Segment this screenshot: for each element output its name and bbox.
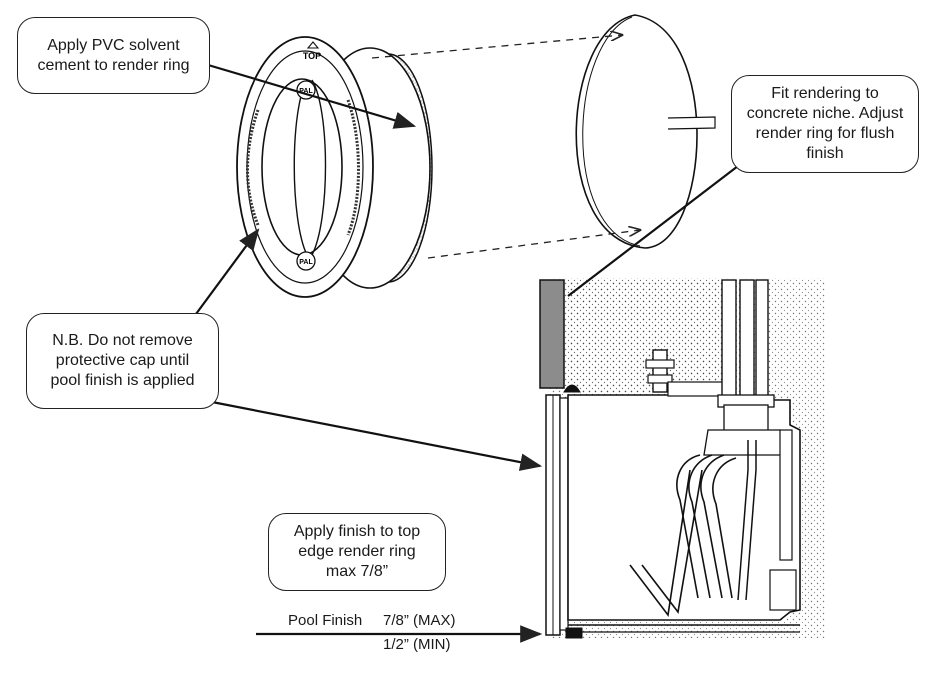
render-disc xyxy=(575,14,716,249)
pool-finish-label: Pool Finish xyxy=(288,612,363,629)
callout-fit-rendering: Fit rendering to concrete niche. Adjust … xyxy=(731,75,919,173)
callout-nb-text: N.B. Do not remove protective cap until … xyxy=(50,332,195,389)
render-ring xyxy=(236,36,433,298)
callout-pvc-cement: Apply PVC solvent cement to render ring xyxy=(17,17,210,94)
callout-apply-finish: Apply finish to top edge render ring max… xyxy=(268,513,446,591)
pool-finish-min: 1/2” (MIN) xyxy=(383,636,451,653)
ring-top-label: TOP xyxy=(303,51,321,61)
callout-fit-text: Fit rendering to concrete niche. Adjust … xyxy=(746,85,904,162)
leader-arrows xyxy=(195,60,773,643)
projection-lines xyxy=(371,35,640,259)
pvc-arrow xyxy=(197,60,417,129)
nb-arrow-section xyxy=(211,400,543,471)
nb-arrow-ring xyxy=(195,228,260,315)
callout-protective-cap: N.B. Do not remove protective cap until … xyxy=(26,313,219,409)
pool-finish-max: 7/8” (MAX) xyxy=(383,612,456,629)
ring-logo-bottom: PAL xyxy=(299,259,313,266)
wall-block xyxy=(539,279,565,389)
callout-pvc-text: Apply PVC solvent cement to render ring xyxy=(37,36,190,74)
ring-logo-top: PAL xyxy=(299,88,313,95)
light-niche-section xyxy=(539,279,801,639)
callout-finish-text: Apply finish to top edge render ring max… xyxy=(293,523,421,580)
